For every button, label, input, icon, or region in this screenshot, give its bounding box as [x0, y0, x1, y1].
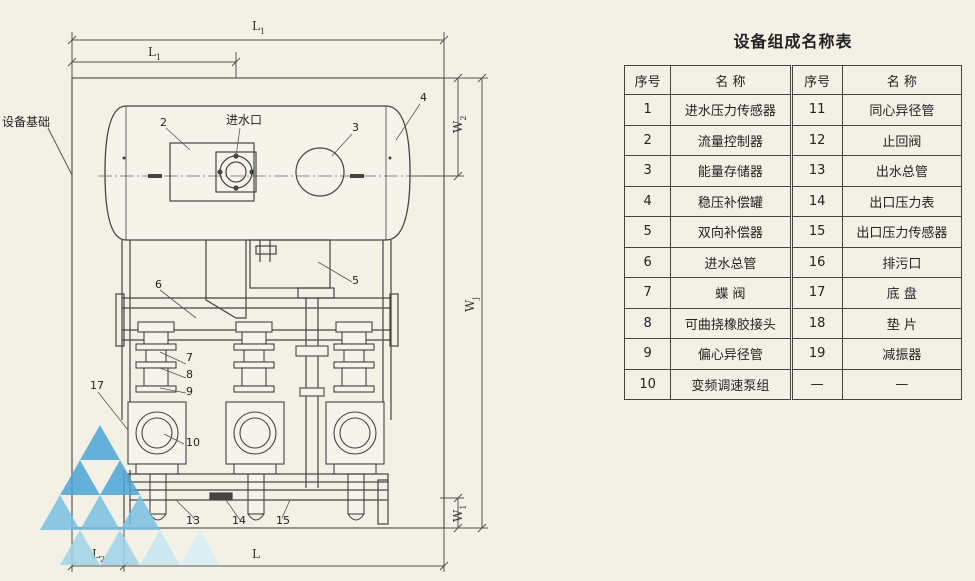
cell-no: 5 — [623, 216, 672, 248]
foundation-leader — [47, 127, 73, 176]
cell-name: 流量控制器 — [670, 124, 793, 156]
callout-14: 14 — [232, 514, 246, 527]
tank-marks — [122, 156, 392, 178]
cell-no: 3 — [623, 155, 672, 187]
dim-wj-text: Wj — [463, 297, 480, 312]
header-name-1: 名 称 — [670, 65, 793, 95]
cell-no: 4 — [623, 185, 672, 217]
foundation-label: 设备基础 — [2, 115, 50, 129]
header-no-2: 序号 — [790, 65, 843, 95]
cell-name: 出口压力表 — [841, 185, 963, 217]
cell-no: 9 — [623, 338, 672, 370]
cell-no: 15 — [790, 216, 843, 248]
outlet-header — [123, 470, 389, 525]
cell-name: 变频调速泵组 — [670, 368, 793, 400]
callout-5: 5 — [352, 274, 359, 287]
foundation-outline — [71, 77, 445, 529]
callout-15: 15 — [276, 514, 290, 527]
callout-7: 7 — [186, 351, 193, 364]
cell-name: 可曲挠橡胶接头 — [670, 307, 793, 339]
cell-name: 出口压力传感器 — [841, 216, 963, 248]
cell-name: 进水压力传感器 — [670, 94, 793, 126]
energy-storage-circle — [295, 147, 345, 197]
cell-name: 进水总管 — [670, 246, 793, 278]
cell-name: 双向补偿器 — [670, 216, 793, 248]
pump-column-3 — [325, 321, 385, 515]
cell-name: — — [841, 368, 963, 400]
callout-6: 6 — [155, 278, 162, 291]
cell-no: 2 — [623, 124, 672, 156]
cell-name: 底 盘 — [841, 277, 963, 309]
pressure-tank — [104, 105, 411, 241]
pump-column-2 — [225, 321, 285, 515]
pump-column-1 — [127, 321, 187, 515]
dimension-l-top — [67, 32, 449, 78]
dim-l2-text: L2 — [92, 547, 105, 564]
cell-name: 止回阀 — [841, 124, 963, 156]
dim-l-top-text: L1 — [252, 19, 265, 36]
cell-no: 14 — [790, 185, 843, 217]
cell-name: 偏心异径管 — [670, 338, 793, 370]
header-no-1: 序号 — [623, 65, 672, 95]
cell-name: 同心异径管 — [841, 94, 963, 126]
cell-name: 能量存储器 — [670, 155, 793, 187]
dim-l-bottom-text: L — [252, 547, 260, 561]
valve-stack-middle — [295, 345, 329, 397]
dim-w2-text: W2 — [451, 116, 468, 133]
callout-3: 3 — [352, 121, 359, 134]
dim-l1-text: L1 — [148, 45, 161, 62]
callout-9: 9 — [186, 385, 193, 398]
callout-13: 13 — [186, 514, 200, 527]
header-name-2: 名 称 — [841, 65, 963, 95]
cell-no: 12 — [790, 124, 843, 156]
callout-10: 10 — [186, 436, 200, 449]
table-header-row: 序号 名 称 序号 名 称 — [623, 65, 963, 95]
dim-w1-text: W1 — [451, 505, 468, 522]
table-title: 设备组成名称表 — [733, 32, 853, 51]
cell-no: 16 — [790, 246, 843, 278]
cell-no: 8 — [623, 307, 672, 339]
cell-name: 稳压补偿罐 — [670, 185, 793, 217]
dimension-right — [410, 73, 488, 533]
callout-leaders — [97, 103, 421, 521]
cell-name: 减振器 — [841, 338, 963, 370]
cell-no: 6 — [623, 246, 672, 278]
cell-no: 17 — [790, 277, 843, 309]
callout-8: 8 — [186, 368, 193, 381]
cell-name: 蝶 阀 — [670, 277, 793, 309]
cell-name: 垫 片 — [841, 307, 963, 339]
cell-no: — — [790, 368, 843, 400]
cell-no: 18 — [790, 307, 843, 339]
callout-17: 17 — [90, 379, 104, 392]
cell-no: 1 — [623, 94, 672, 126]
cell-no: 19 — [790, 338, 843, 370]
cell-no: 10 — [623, 368, 672, 400]
cell-no: 11 — [790, 94, 843, 126]
cell-no: 13 — [790, 155, 843, 187]
callout-4: 4 — [420, 91, 427, 104]
base-feet — [149, 513, 365, 521]
cell-name: 出水总管 — [841, 155, 963, 187]
callout-2: 2 — [160, 116, 167, 129]
watermark-logo — [40, 425, 220, 565]
inlet-label: 进水口 — [226, 113, 262, 127]
cell-name: 排污口 — [841, 246, 963, 278]
cell-no: 7 — [623, 277, 672, 309]
dimension-l1 — [67, 52, 241, 78]
